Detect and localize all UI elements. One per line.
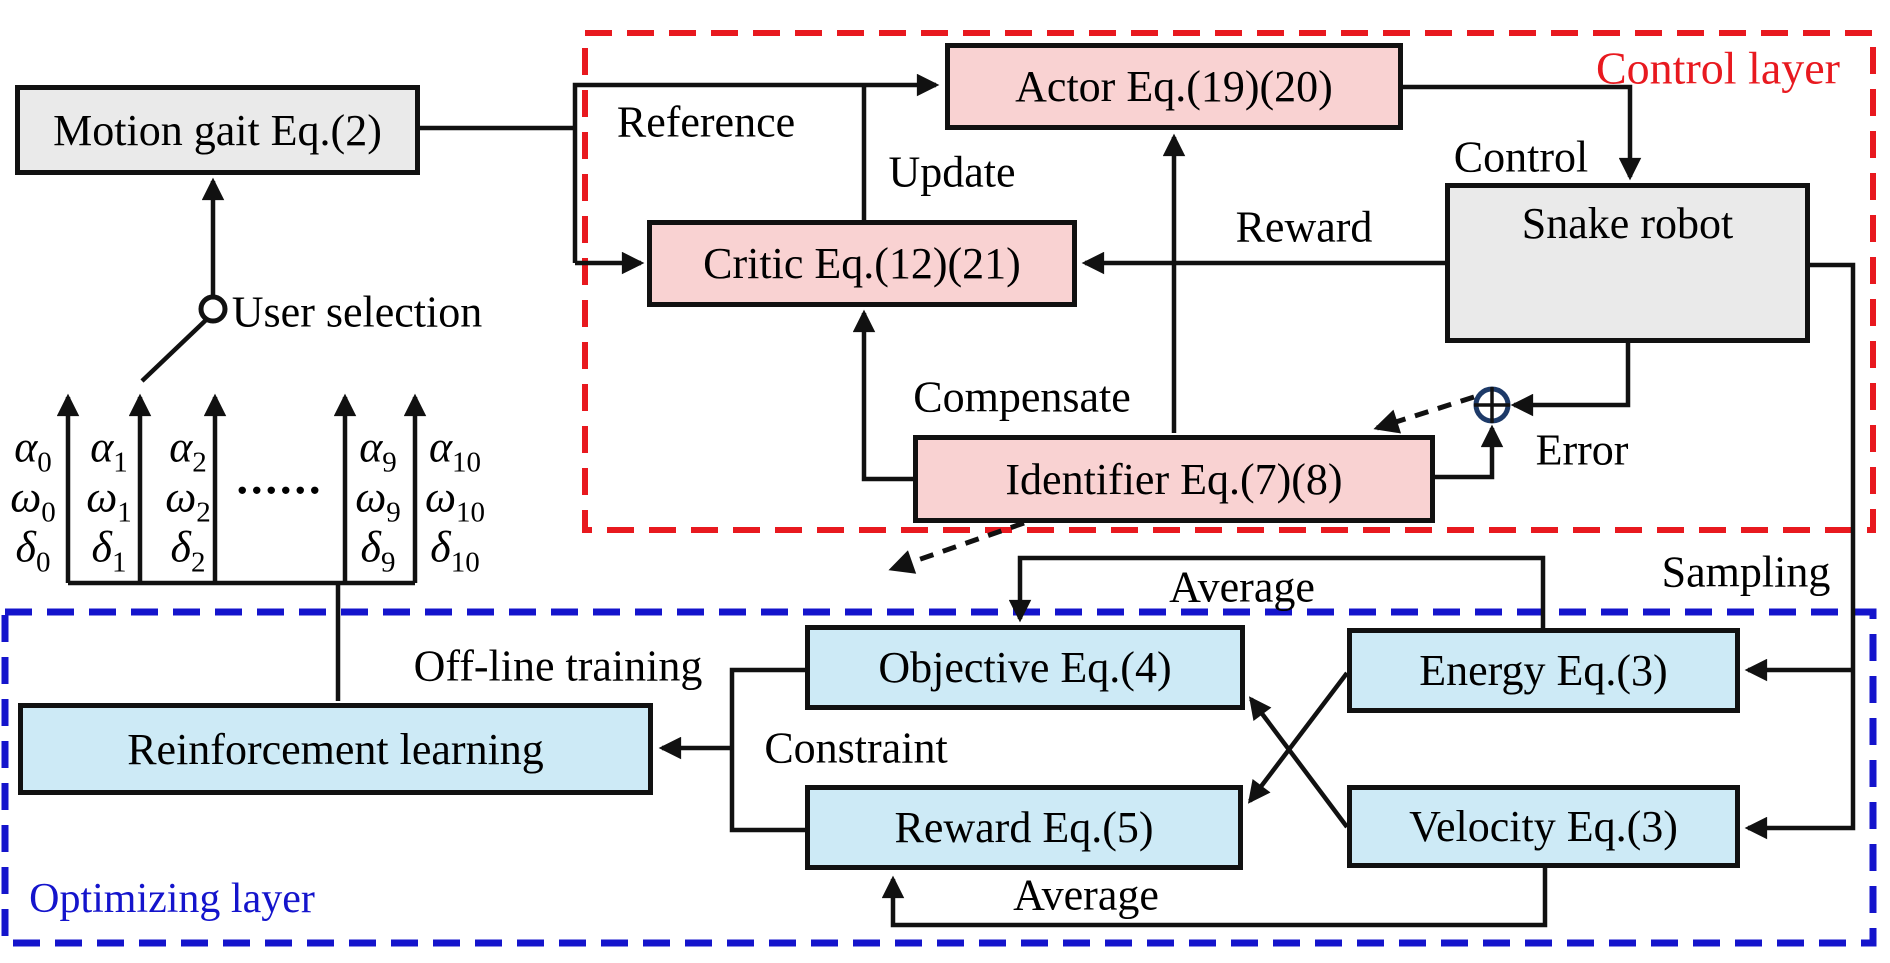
objective-label: Objective Eq.(4) (878, 643, 1172, 692)
snake-robot-label: Snake robot (1521, 199, 1734, 248)
identifier-label: Identifier Eq.(7)(8) (1005, 454, 1343, 504)
switch-arm (140, 318, 208, 383)
selector-switch-icon (198, 294, 228, 324)
dashed-connectors (888, 394, 1475, 574)
control-label: Control (1453, 132, 1589, 182)
energy-box: Energy Eq.(3) (1347, 628, 1740, 713)
edge-reference-to-actor (572, 73, 940, 263)
param-delta-9: δ9 (360, 522, 396, 579)
critic-label: Critic Eq.(12)(21) (703, 239, 1021, 288)
snake-robot-box: Snake robot (1445, 183, 1810, 343)
update-label: Update (888, 147, 1016, 197)
compensate-label: Compensate (913, 372, 1131, 422)
reward-label: Reward (1235, 202, 1373, 252)
param-delta-2: δ2 (170, 522, 206, 579)
edge-snake-to-junction (1510, 343, 1631, 417)
reward-eq-box: Reward Eq.(5) (805, 785, 1243, 870)
param-delta-0: δ0 (15, 522, 51, 579)
optimizing-layer-title: Optimizing layer (29, 876, 315, 922)
param-alpha-0: α0 (14, 422, 52, 479)
param-omega-2: ω2 (165, 472, 211, 529)
error-label: Error (1535, 425, 1629, 475)
energy-label: Energy Eq.(3) (1419, 646, 1668, 695)
critic-box: Critic Eq.(12)(21) (647, 220, 1077, 307)
offline-training-label: Off-line training (413, 641, 703, 691)
edge-average-bottom (881, 868, 1548, 928)
edge-junction-to-identifier-dashed (1373, 394, 1475, 434)
param-alpha-2: α2 (169, 422, 207, 479)
reward-eq-label: Reward Eq.(5) (894, 803, 1154, 852)
ellipsis-dots: ...... (236, 452, 324, 504)
average-bottom-label: Average (1013, 870, 1159, 920)
control-layer-title: Control layer (1596, 42, 1840, 94)
sampling-label: Sampling (1661, 547, 1831, 597)
edge-velocity-to-objective (1248, 696, 1349, 829)
param-alpha-10: α10 (428, 422, 482, 479)
param-alpha-9: α9 (359, 422, 397, 479)
param-omega-1: ω1 (86, 472, 132, 529)
edge-identifier-to-junction (1435, 424, 1504, 480)
param-delta-10: δ10 (430, 522, 480, 579)
edge-compensate (852, 309, 913, 482)
edge-energy-to-reward (1247, 671, 1349, 804)
actor-label: Actor Eq.(19)(20) (1015, 62, 1333, 111)
reinforcement-learning-label: Reinforcement learning (127, 724, 544, 774)
average-top-label: Average (1169, 562, 1315, 612)
velocity-label: Velocity Eq.(3) (1409, 802, 1678, 851)
param-omega-0: ω0 (10, 472, 56, 529)
param-alpha-1: α1 (90, 422, 128, 479)
actor-box: Actor Eq.(19)(20) (945, 43, 1403, 130)
user-selection-label: User selection (231, 287, 483, 337)
optimizing-layer-border (1, 608, 1877, 947)
solid-connectors (56, 73, 1856, 928)
sum-junction-icon (1473, 386, 1511, 424)
reference-label: Reference (616, 97, 796, 147)
edge-control (1403, 84, 1642, 181)
velocity-box: Velocity Eq.(3) (1347, 785, 1740, 868)
objective-box: Objective Eq.(4) (805, 625, 1245, 710)
param-delta-1: δ1 (91, 522, 127, 579)
motion-gait-label: Motion gait Eq.(2) (53, 105, 382, 155)
control-layer-border (582, 30, 1876, 533)
edge-sampling-to-velocity (1744, 262, 1856, 840)
param-omega-10: ω10 (424, 472, 486, 529)
identifier-box: Identifier Eq.(7)(8) (913, 435, 1435, 523)
param-omega-9: ω9 (355, 472, 401, 529)
reinforcement-learning-box: Reinforcement learning (18, 703, 653, 795)
edge-average-top (1008, 555, 1546, 628)
motion-gait-box: Motion gait Eq.(2) (15, 85, 420, 175)
constraint-label: Constraint (764, 723, 948, 773)
